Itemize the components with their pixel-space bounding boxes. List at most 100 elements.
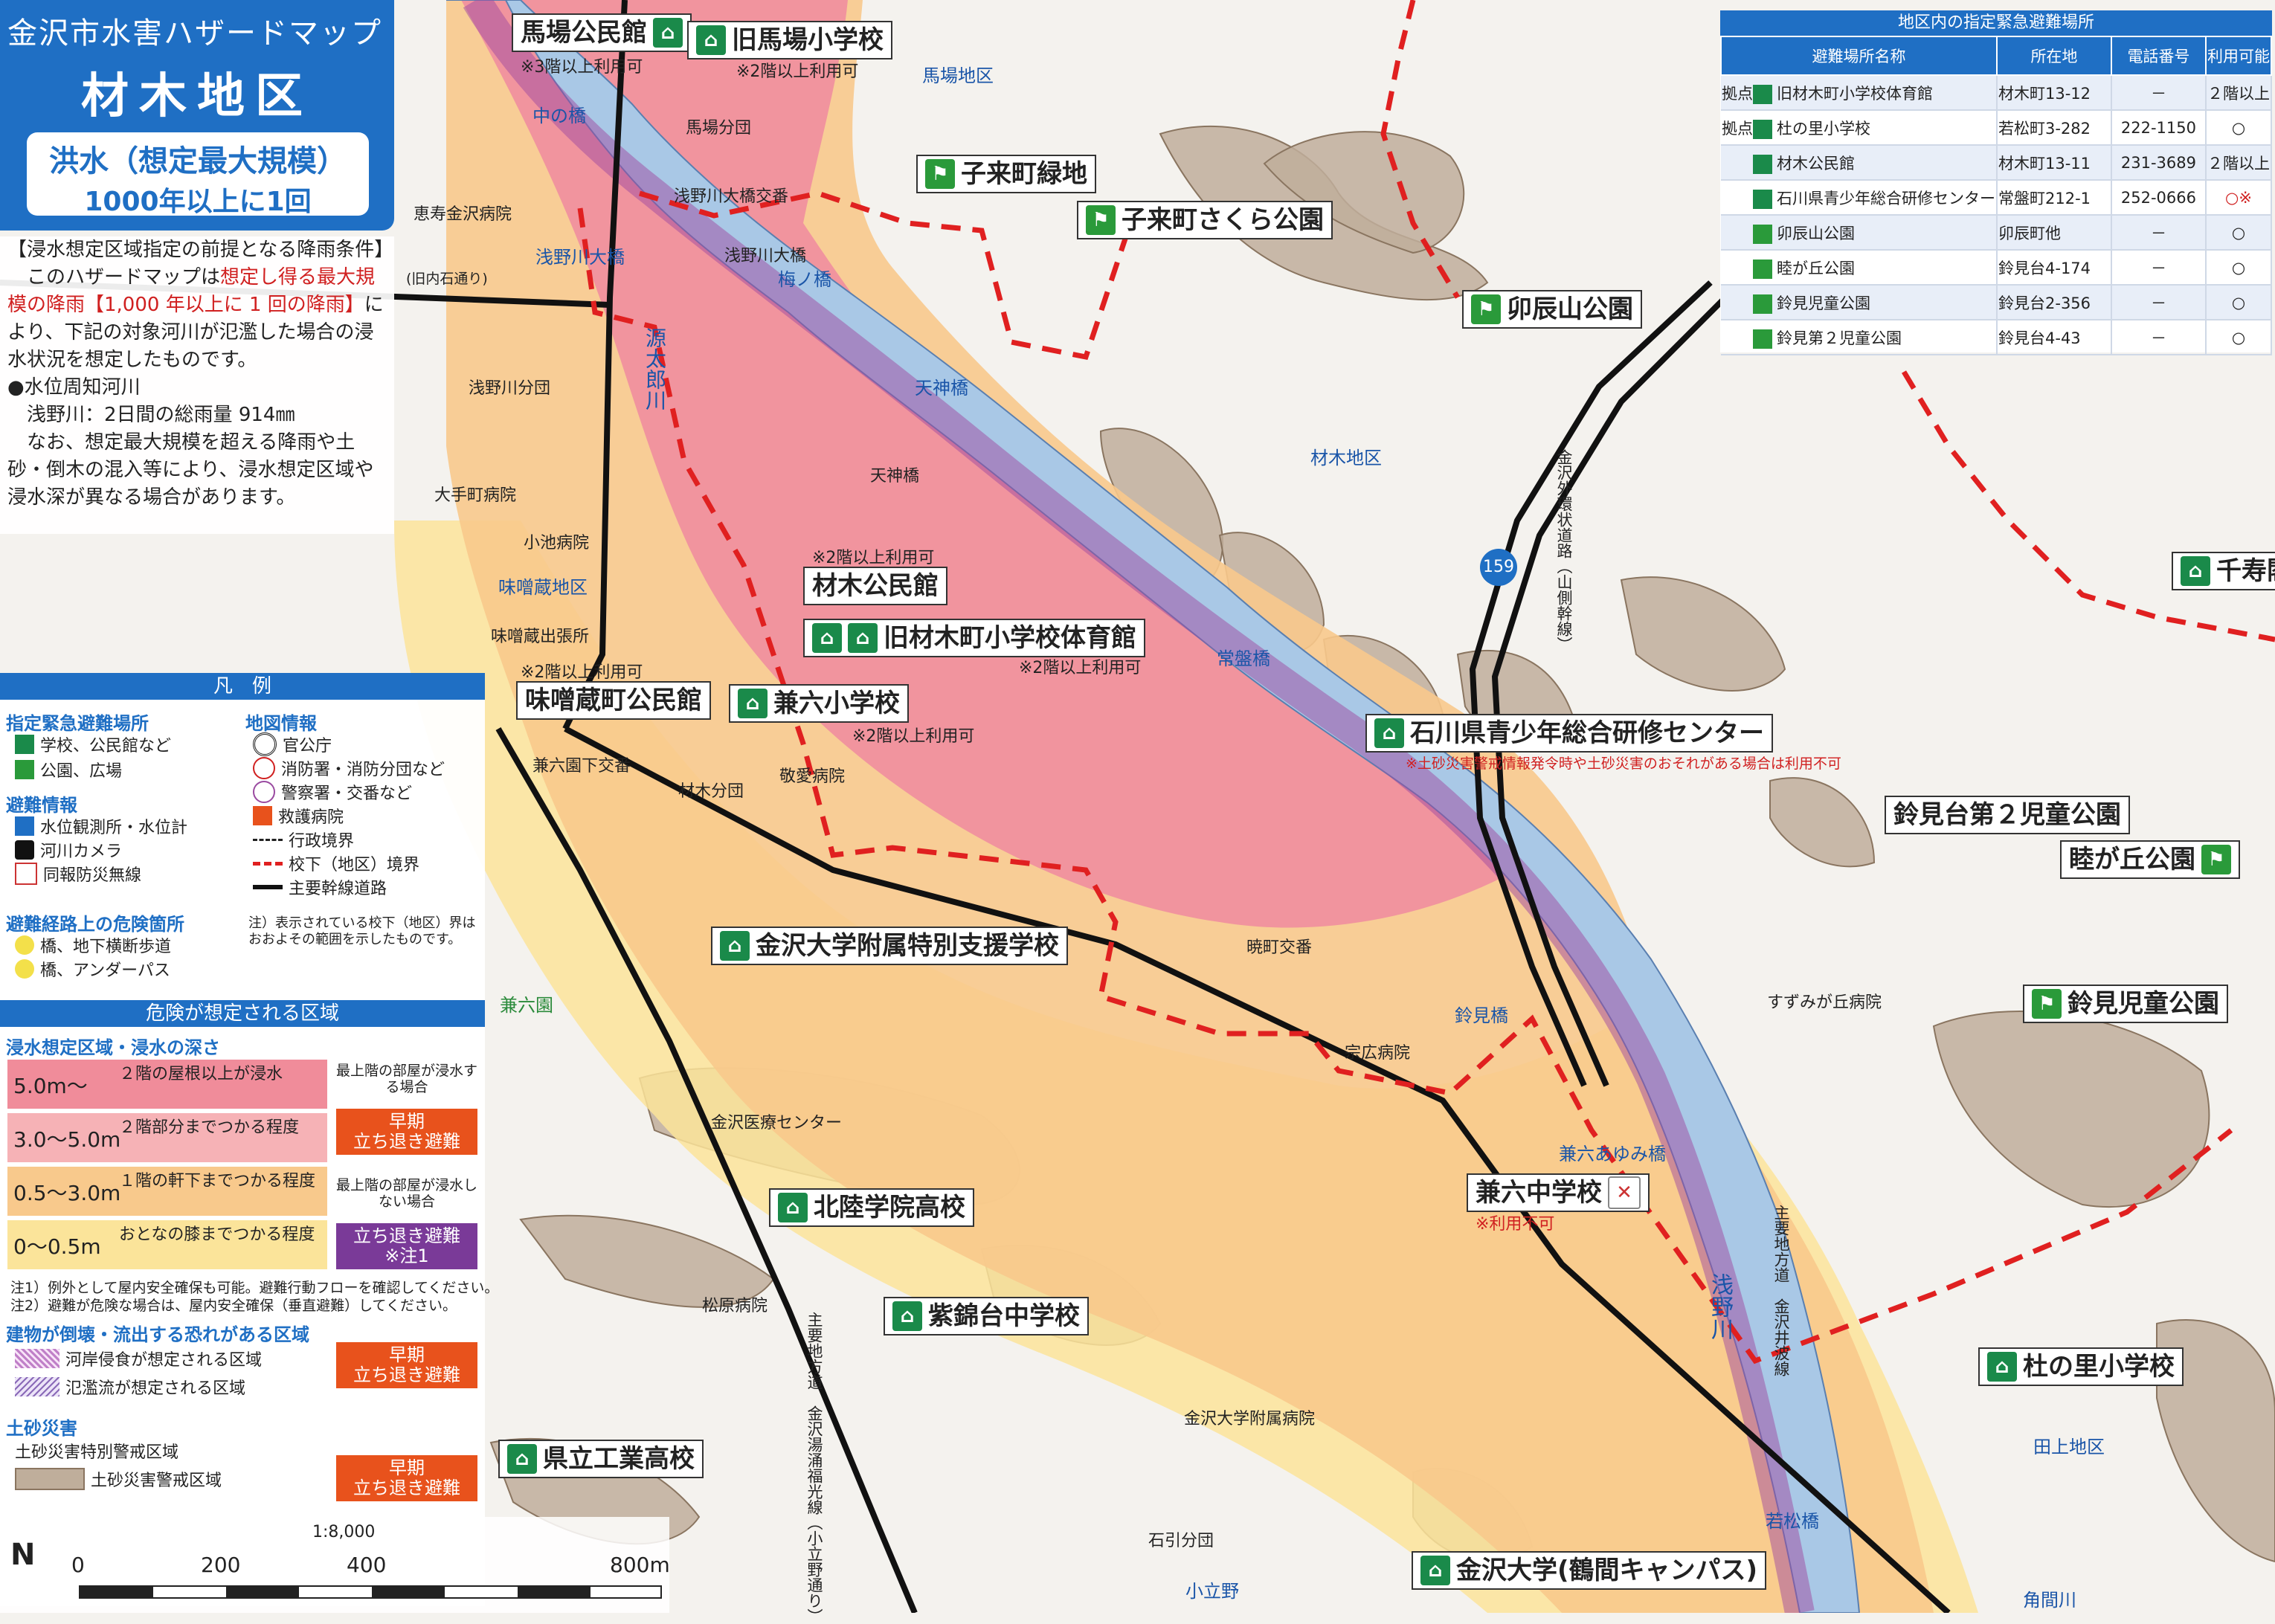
label-suzumidai2[interactable]: 鈴見台第２児童公園 [1885,796,2130,834]
note-zaimoku-2f: ※2階以上利用可 [812,549,935,567]
note2: 注2）避難が危険な場合は、屋内安全確保（垂直避難）してください。 [10,1298,457,1314]
evac-early-1: 早期立ち退き避難 [336,1109,477,1155]
water-gauge-icon [15,816,34,836]
label-kenroku-chu[interactable]: 兼六中学校✕ [1467,1173,1650,1212]
place-kanazawa-iryo: 金沢医療センター [711,1114,843,1132]
legend-info1: 水位観測所・水位計 [15,814,187,838]
school-icon: ⌂ [696,25,726,55]
cell-availability: ○ [2206,215,2272,251]
label-utatsuyama[interactable]: ⚑卯辰山公園 [1462,290,1642,329]
label-misokura-kominkan[interactable]: 味噌蔵町公民館 [516,681,711,720]
place-suzumigaoka-hospital: すずみが丘病院 [1767,993,1882,1012]
note-sediment: ※土砂災害警戒情報発令時や土砂災害のおそれがある場合は利用不可 [1406,755,1841,772]
cell-availability: ２階以上 [2206,145,2272,181]
school-icon: ⌂ [1987,1352,2017,1382]
label-kyu-baba[interactable]: ⌂旧馬場小学校 [687,21,892,59]
legend-collapse-head: 建物が倒壊・流出する恐れがある区域 [6,1324,309,1345]
label-senjuin[interactable]: ⌂千寿閣 [2172,552,2275,590]
cell-availability: ○ [2206,320,2272,355]
place-tenjin-bashi: 天神橋 [915,378,968,399]
note1: 注1）例外として屋内安全確保も可能。避難行動フローを確認してください。 [10,1280,499,1296]
table-row: 卯辰山公園卯辰町他－○ [1721,215,2272,251]
label-kyu-zaimoku[interactable]: ⌂⌂旧材木町小学校体育館 [803,619,1145,657]
label-kanazawa-univ[interactable]: ⌂金沢大学(鶴間キャンパス) [1412,1551,1767,1590]
school-icon: ⌂ [507,1444,537,1474]
scenario-box: 洪水（想定最大規模） 1000年以上に1回 [27,132,369,217]
label-kokomachi-ryokuchi[interactable]: ⚑子来町緑地 [916,155,1096,193]
label-kokomachi-sakura[interactable]: ⚑子来町さくら公園 [1077,201,1333,239]
cell-availability: ○ [2206,110,2272,146]
legend-boundary-note: 注）表示されている校下（地区）界はおおよその範囲を示したものです。 [248,915,476,947]
frequency: 1000年以上に1回 [84,187,312,217]
cell-phone: 222-1150 [2111,110,2207,146]
cell-address: 鈴見台2-356 [1997,285,2112,320]
label-kenroku-sho[interactable]: ⌂兼六小学校 [729,684,909,723]
label-hokuriku-gakuin[interactable]: ⌂北陸学院高校 [769,1188,974,1227]
scale-ratio: 1:8,000 [312,1523,376,1541]
school-icon: ⌂ [653,18,683,48]
col-phone: 電話番号 [2110,36,2207,76]
map-title: 金沢市水害ハザードマップ [7,16,382,51]
place-tagami-chiku: 田上地区 [2033,1437,2105,1457]
cell-name: 拠点杜の里小学校 [1721,110,1998,146]
legend-danger1: 橋、地下横断歩道 [15,933,171,957]
label-baba-kominkan[interactable]: 馬場公民館⌂ [512,13,692,52]
cond-p2: なお、想定最大規模を超える降雨や土砂・倒木の混入等により、浸水想定区域や浸水深が… [7,431,374,509]
place-tenjin-bashi-2: 天神橋 [870,467,920,486]
park-icon [15,760,34,779]
cell-phone: － [2111,285,2207,320]
label-kanazawa-fuzoku[interactable]: ⌂金沢大学附属特別支援学校 [711,927,1068,965]
legend-collapse2: 氾濫流が想定される区域 [15,1375,245,1399]
park-icon: ⚑ [1086,205,1116,235]
school-icon [1753,189,1772,209]
fire-station-icon [253,757,275,779]
hospital-icon [253,806,272,825]
place-baba-bundan: 馬場分団 [686,119,752,138]
cell-address: 卯辰町他 [1997,215,2112,251]
place-wakamatsu-bashi: 若松橋 [1766,1511,1819,1532]
place-ote-hospital: 大手町病院 [434,486,517,505]
park-icon [1753,329,1772,349]
label-suzumi-jido[interactable]: ⚑鈴見児童公園 [2023,985,2228,1023]
legend-map7: 主要幹線道路 [253,875,387,899]
radio-icon [15,863,37,885]
scale-graduation [79,1585,662,1599]
label-kenritsu-kogyo[interactable]: ⌂県立工業高校 [498,1440,704,1478]
col-address: 所在地 [1996,36,2112,76]
cond-rivers-head: ●水位周知河川 [7,376,141,399]
legend-shelter1: 学校、公民館など [15,732,171,756]
scale-bar: N 1:8,000 0 200 400 800m [0,1517,670,1613]
place-keiju-hospital: 恵寿金沢病院 [414,205,512,224]
note-kyu-baba-2f: ※2階以上利用可 [736,62,859,81]
label-morinosato[interactable]: ⌂杜の里小学校 [1978,1347,2184,1386]
place-matsubara-hospital: 松原病院 [702,1297,768,1315]
label-zaimoku-kominkan[interactable]: 材木公民館 [803,567,947,605]
depth-desc: ２階の屋根以上が浸水 [119,1065,283,1083]
school-icon [1753,84,1772,104]
legend-map-head: 地図情報 [245,713,317,734]
scale-t1: 200 [201,1553,241,1577]
school-icon: ⌂ [1374,718,1404,748]
cell-address: 材木町13-12 [1997,75,2112,111]
cell-name: 石川県青少年総合研修センター [1721,180,1998,216]
note-kyu-zaimoku-2f: ※2階以上利用可 [1019,659,1142,677]
cell-name: 卯辰山公園 [1721,215,1998,251]
route-159-sign: 159 [1480,549,1517,586]
place-zaimoku-chiku: 材木地区 [1310,448,1382,468]
note-kenroku-2f: ※2階以上利用可 [852,727,975,746]
label-ishikawa-center[interactable]: ⌂石川県青少年総合研修センター [1365,714,1773,753]
cell-phone: － [2111,75,2207,111]
label-shikindai[interactable]: ⌂紫錦台中学校 [884,1297,1089,1335]
park-icon [1753,259,1772,279]
cell-address: 鈴見台4-43 [1997,320,2112,355]
depth-desc: おとなの膝までつかる程度 [119,1225,315,1244]
legend-danger2: 橋、アンダーパス [15,957,170,981]
erosion-band [463,0,1815,1613]
label-mutsumigaoka[interactable]: 睦が丘公園⚑ [2060,840,2240,879]
road-kanazawa-ido: 主要地方道 金沢井波線 [1772,1205,1790,1376]
legend-info-head: 避難情報 [6,795,77,816]
legend-map1: 官公庁 [253,732,332,756]
cell-address: 鈴見台4-174 [1997,250,2112,286]
depth-value: 3.0～5.0m [13,1127,121,1152]
